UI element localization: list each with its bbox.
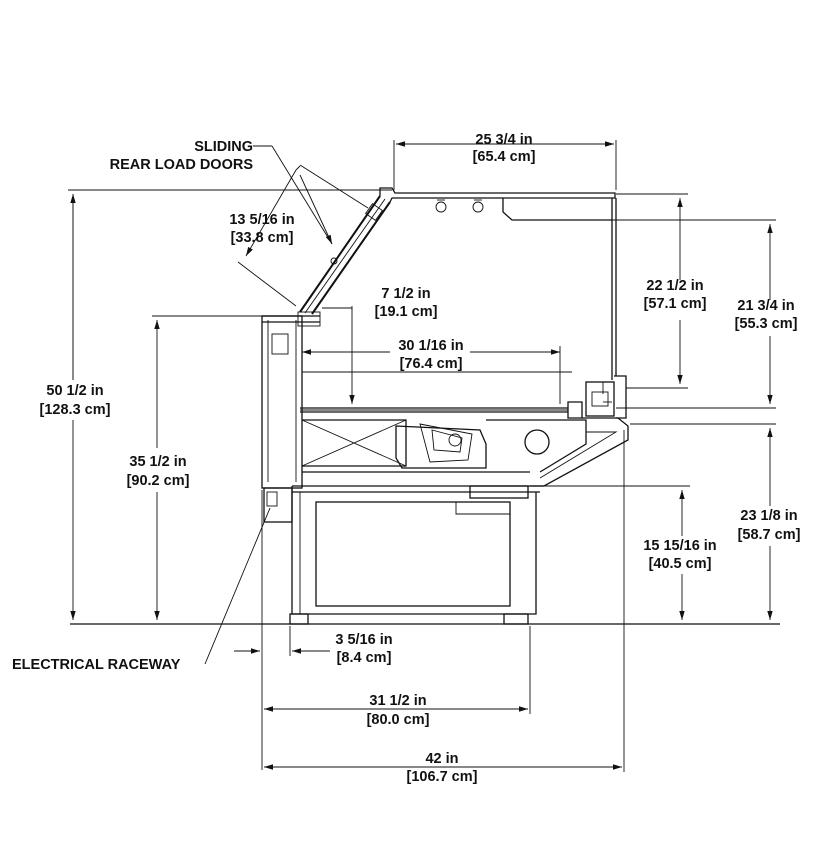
- dim-base-height-in: 15 15/16 in: [643, 538, 716, 554]
- display-case-outline: [70, 187, 780, 625]
- dimension-texts: 25 3/4 in [65.4 cm] 13 5/16 in [33.8 cm]…: [40, 132, 801, 785]
- dim-toe-offset-in: 3 5/16 in: [335, 632, 392, 648]
- dim-top-width-cm: [65.4 cm]: [473, 149, 536, 165]
- dim-shelf-clearance-in: 7 1/2 in: [381, 286, 430, 302]
- dim-counter-height-cm: [58.7 cm]: [738, 527, 801, 543]
- dim-overall-depth-cm: [106.7 cm]: [407, 769, 478, 785]
- dim-toe-offset-cm: [8.4 cm]: [337, 650, 392, 666]
- callout-labels: SLIDING REAR LOAD DOORS ELECTRICAL RACEW…: [12, 139, 253, 673]
- dim-door-length-in: 13 5/16 in: [229, 212, 294, 228]
- dim-base-height-cm: [40.5 cm]: [649, 556, 712, 572]
- dim-shelf-depth-in: 30 1/16 in: [398, 338, 463, 354]
- dim-door-length-cm: [33.8 cm]: [231, 230, 294, 246]
- dim-overall-depth-in: 42 in: [425, 751, 458, 767]
- dimension-lines: [68, 140, 776, 772]
- dim-base-depth-in: 31 1/2 in: [369, 693, 426, 709]
- dim-shelf-depth-cm: [76.4 cm]: [400, 356, 463, 372]
- dim-front-height-in: 21 3/4 in: [737, 298, 794, 314]
- dim-glass-height-in: 22 1/2 in: [646, 278, 703, 294]
- dim-overall-height-in: 50 1/2 in: [46, 383, 103, 399]
- dim-front-height-cm: [55.3 cm]: [735, 316, 798, 332]
- dim-overall-height-cm: [128.3 cm]: [40, 402, 111, 418]
- sliding-doors-label-line2: REAR LOAD DOORS: [110, 157, 254, 173]
- dim-top-width-in: 25 3/4 in: [475, 132, 532, 148]
- dim-shelf-clearance-cm: [19.1 cm]: [375, 304, 438, 320]
- dim-counter-height-in: 23 1/8 in: [740, 508, 797, 524]
- dim-rear-height-cm: [90.2 cm]: [127, 473, 190, 489]
- dim-base-depth-cm: [80.0 cm]: [367, 712, 430, 728]
- electrical-raceway-label: ELECTRICAL RACEWAY: [12, 657, 181, 673]
- sliding-doors-label-line1: SLIDING: [194, 139, 253, 155]
- dim-rear-height-in: 35 1/2 in: [129, 454, 186, 470]
- dim-glass-height-cm: [57.1 cm]: [644, 296, 707, 312]
